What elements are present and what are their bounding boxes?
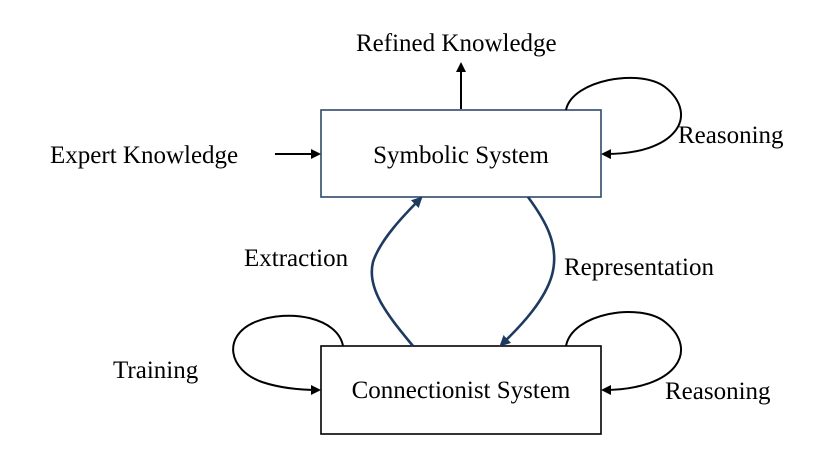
symbolic-reasoning-loop	[565, 76, 683, 160]
representation-label: Representation	[564, 254, 714, 281]
connectionist-reasoning-loop	[565, 311, 683, 395]
symbolic-system-node: Symbolic System	[320, 109, 602, 198]
representation-arrow	[499, 196, 556, 347]
connectionist-reasoning-label: Reasoning	[665, 378, 771, 405]
connectionist-system-label: Connectionist System	[352, 377, 571, 404]
expert-knowledge-label: Expert Knowledge	[50, 142, 238, 169]
connectionist-system-box	[320, 345, 602, 435]
training-label: Training	[113, 357, 199, 384]
refined-knowledge-label: Refined Knowledge	[356, 30, 557, 57]
extraction-label: Extraction	[244, 245, 349, 272]
symbolic-reasoning-label: Reasoning	[678, 122, 784, 149]
symbolic-system-label: Symbolic System	[373, 142, 549, 169]
training-loop	[232, 314, 344, 395]
connectionist-system-node: Connectionist System	[320, 345, 602, 435]
symbolic-system-box	[320, 109, 602, 198]
extraction-arrow	[370, 196, 423, 347]
